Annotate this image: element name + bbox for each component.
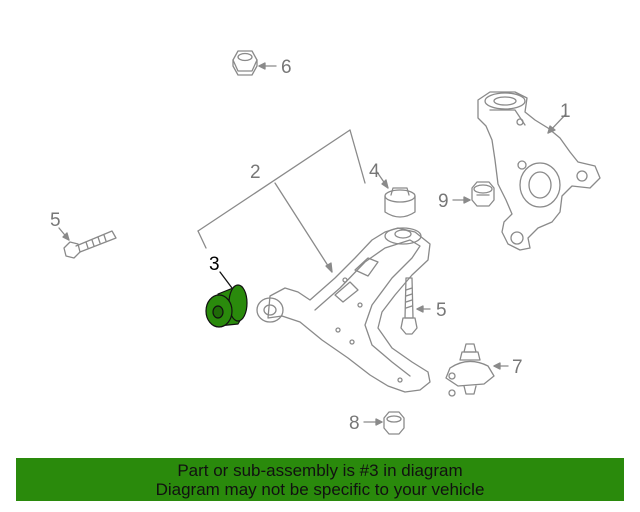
- callout-5-right: 5: [436, 300, 447, 321]
- banner-line-1: Part or sub-assembly is #3 in diagram: [177, 461, 463, 480]
- leader-2: [197, 129, 366, 273]
- nut-part-6[interactable]: [232, 50, 258, 76]
- leader-5-left: [58, 227, 70, 241]
- callout-4: 4: [369, 161, 380, 182]
- bushing-part-4[interactable]: [384, 187, 416, 218]
- leader-9: [452, 196, 471, 204]
- leader-5-right: [416, 305, 431, 313]
- callout-6: 6: [281, 57, 292, 78]
- nut-part-8[interactable]: [383, 411, 405, 435]
- bolt-part-5-right[interactable]: [400, 277, 418, 335]
- leader-7: [493, 362, 509, 370]
- ball-joint-part-7[interactable]: [445, 343, 495, 397]
- callout-5-left: 5: [50, 210, 61, 231]
- parts-diagram: 1 2 3 4 5 5 6 7 8 9: [50, 50, 601, 435]
- bolt-part-5-left[interactable]: [63, 230, 117, 259]
- banner-line-2: Diagram may not be specific to your vehi…: [155, 480, 485, 499]
- callout-8: 8: [349, 413, 360, 434]
- leader-8: [363, 418, 383, 426]
- callout-3: 3: [209, 254, 220, 275]
- callout-9: 9: [438, 191, 449, 212]
- leader-6: [258, 62, 277, 70]
- callout-2: 2: [250, 162, 261, 183]
- knuckle-part-1[interactable]: [477, 91, 601, 251]
- leader-4: [376, 171, 389, 189]
- nut-part-9[interactable]: [471, 181, 495, 207]
- leader-3: [219, 271, 233, 289]
- bushing-part-3-highlighted[interactable]: [205, 284, 248, 328]
- info-banner: Part or sub-assembly is #3 in diagram Di…: [16, 458, 624, 501]
- control-arm-part-2[interactable]: [256, 227, 431, 393]
- callout-7: 7: [512, 357, 523, 378]
- leader-1: [547, 113, 567, 134]
- callout-1: 1: [560, 101, 571, 122]
